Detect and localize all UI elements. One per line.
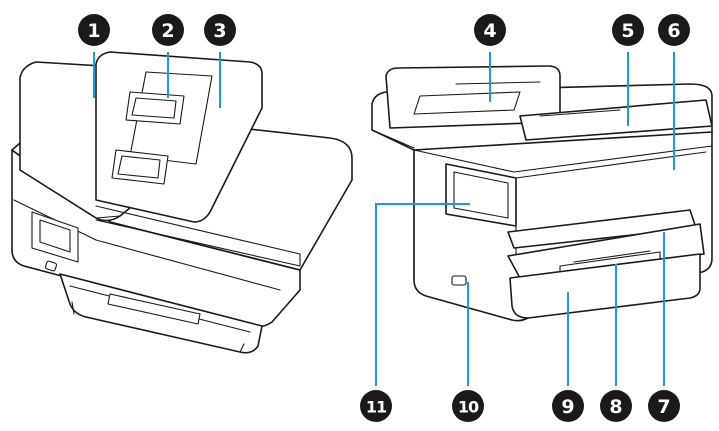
printer-front-left-view [11, 51, 353, 354]
callout-8-label: 8 [609, 396, 622, 418]
callout-4: 4 [474, 14, 506, 46]
callout-10: 10 [452, 390, 484, 422]
callout-1: 1 [78, 14, 110, 46]
callout-4-label: 4 [483, 20, 496, 42]
callout-10-label: 10 [458, 398, 479, 417]
callout-2-label: 2 [161, 20, 174, 42]
callout-5-label: 5 [621, 20, 634, 42]
callout-3-label: 3 [213, 20, 226, 42]
callout-11: 11 [360, 390, 392, 422]
printer-front-right-view [371, 65, 713, 322]
callout-2: 2 [152, 14, 184, 46]
callout-7-label: 7 [657, 396, 670, 418]
leader-11 [375, 203, 470, 386]
callout-8: 8 [600, 390, 632, 422]
callout-3: 3 [204, 14, 236, 46]
callout-6: 6 [658, 14, 690, 46]
callout-6-label: 6 [667, 20, 680, 42]
callout-11-label: 11 [366, 398, 387, 417]
callout-9: 9 [552, 390, 584, 422]
callout-9-label: 9 [561, 396, 574, 418]
callout-5: 5 [612, 14, 644, 46]
leader-lines [93, 52, 675, 386]
callout-7: 7 [648, 390, 680, 422]
callout-1-label: 1 [87, 20, 100, 42]
